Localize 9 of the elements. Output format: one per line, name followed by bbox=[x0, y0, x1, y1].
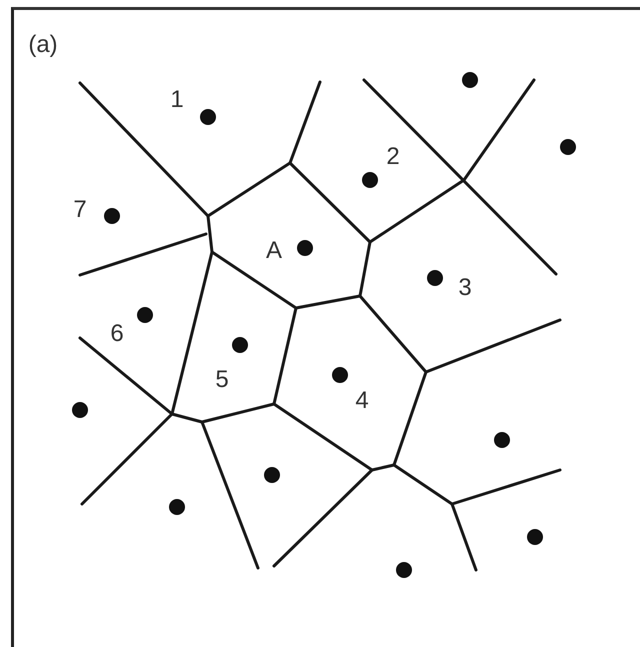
point-label: 6 bbox=[110, 322, 124, 346]
point-label: 2 bbox=[386, 145, 400, 169]
point-label: 7 bbox=[73, 198, 87, 222]
point-label: 4 bbox=[355, 389, 369, 413]
point-label: 3 bbox=[458, 276, 472, 300]
point-label: A bbox=[266, 239, 282, 263]
point-label: 5 bbox=[215, 368, 229, 392]
panel-label: (a) bbox=[28, 33, 58, 57]
point-label: 1 bbox=[170, 88, 184, 112]
